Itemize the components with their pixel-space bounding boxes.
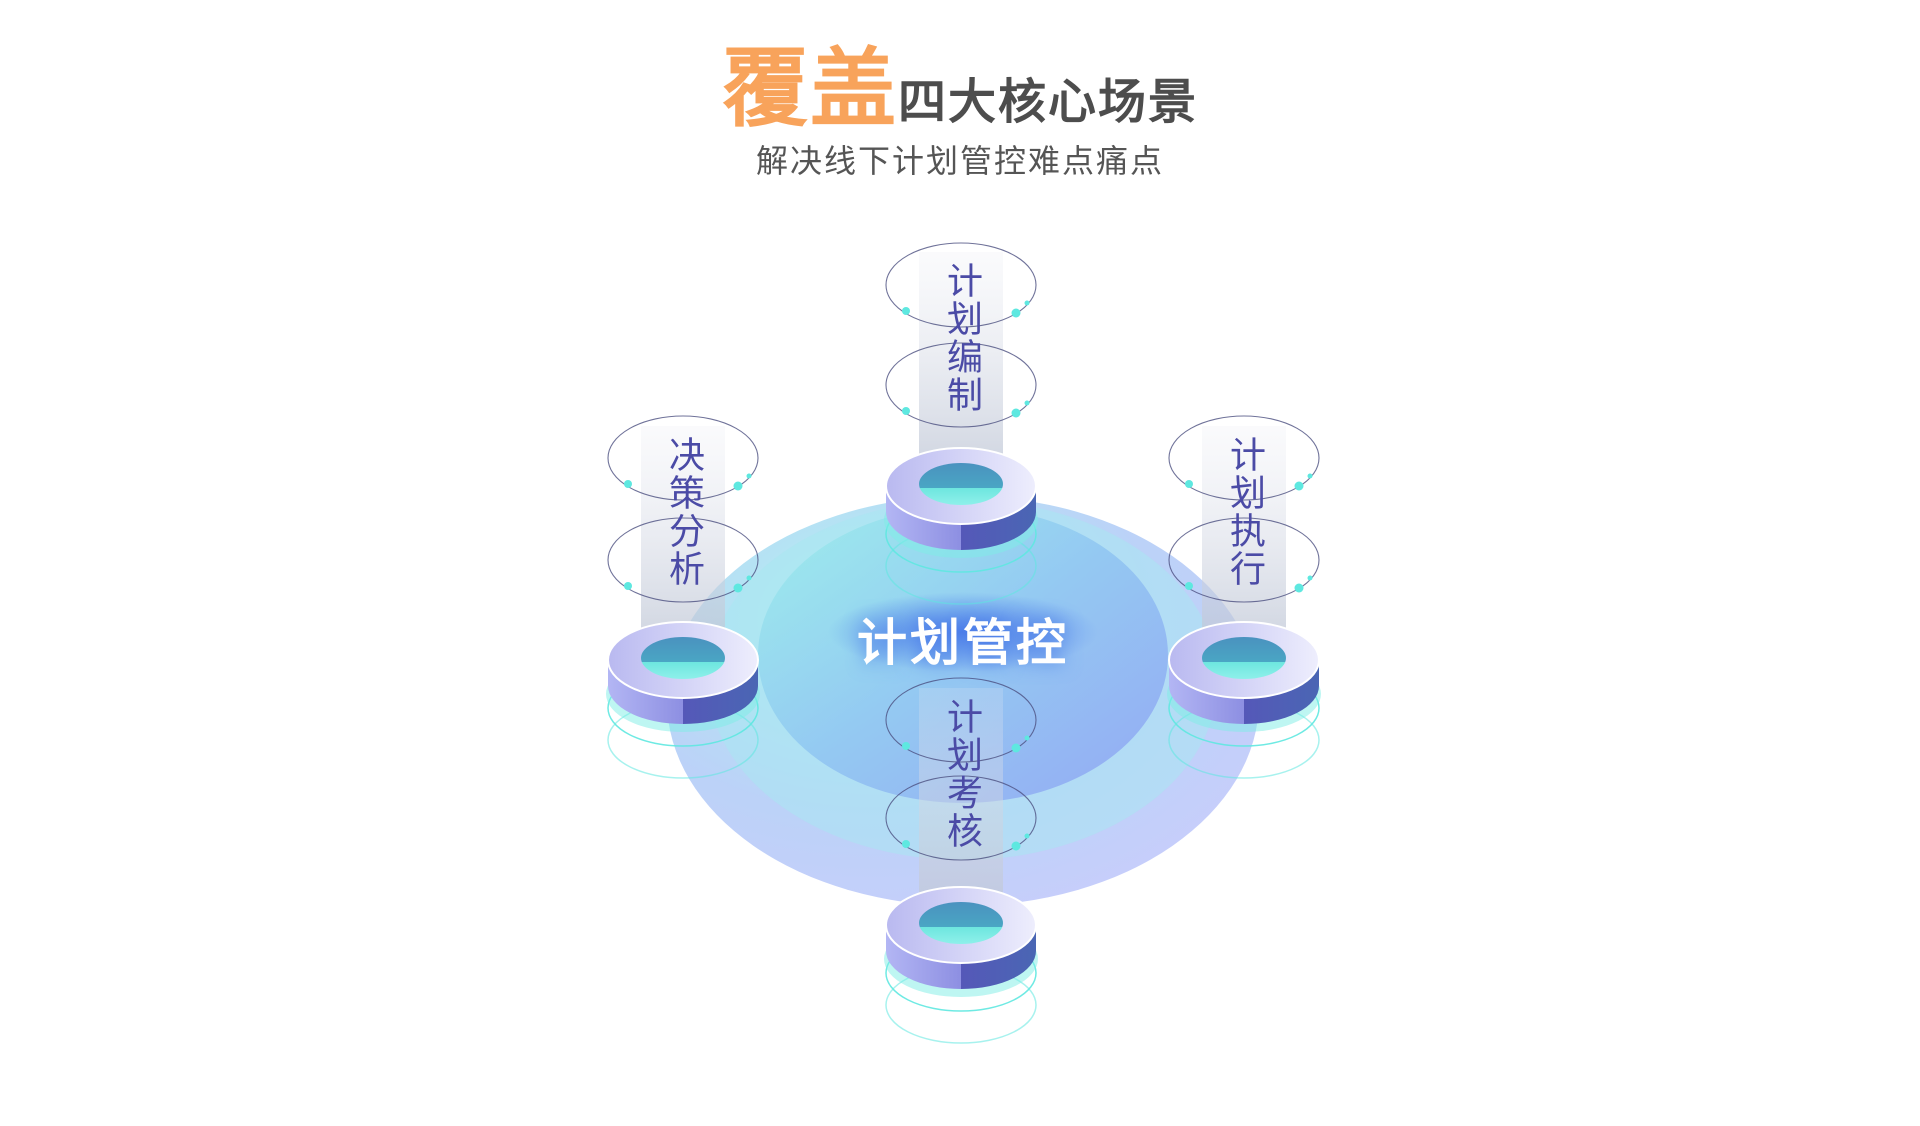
ring-hole <box>641 637 725 679</box>
node-plan-assess <box>884 677 1038 1044</box>
node-label-plan-execute: 计划执行 <box>1224 436 1265 588</box>
orbit-ring <box>885 677 1037 763</box>
orbit-ring <box>607 415 759 501</box>
node-label-plan-compile: 计划编制 <box>941 262 982 414</box>
node-plan-compile <box>884 242 1038 605</box>
orbit-dot <box>1024 833 1030 839</box>
node-label-plan-assess: 计划考核 <box>941 698 982 850</box>
ring-hole <box>919 463 1003 505</box>
title-highlight: 覆盖 <box>721 39 898 139</box>
orbit-dot <box>1185 582 1193 590</box>
orbit-dot <box>733 583 743 593</box>
center-label: 计划管控 <box>857 614 1069 672</box>
orbit-dot <box>746 473 752 479</box>
orbit-dot <box>1011 841 1021 851</box>
center-glow <box>828 592 1098 672</box>
orbit-dot <box>733 481 743 491</box>
orbit-dot <box>1011 743 1021 753</box>
orbit-dot <box>1024 400 1030 406</box>
orbit-dot <box>902 840 910 848</box>
orbit-dot <box>1011 408 1021 418</box>
orbit-ring <box>1168 517 1320 603</box>
page-title: 覆盖四大核心场景 <box>0 18 1920 143</box>
orbit-dot <box>902 407 910 415</box>
orbit-dot <box>746 575 752 581</box>
orbit-ring <box>885 775 1037 861</box>
orbit-dot <box>902 307 910 315</box>
node-label-decision-analysis: 决策分析 <box>663 436 704 588</box>
title-rest: 四大核心场景 <box>897 74 1198 130</box>
orbit-dot <box>1294 583 1304 593</box>
orbit-ring <box>885 242 1037 328</box>
ring-hole <box>1202 637 1286 679</box>
orbit-dot <box>624 582 632 590</box>
node-decision-analysis <box>606 415 760 779</box>
orbit-dot <box>624 480 632 488</box>
orbit-dot <box>1024 735 1030 741</box>
orbit-dot <box>1185 480 1193 488</box>
orbit-ring <box>1168 415 1320 501</box>
orbit-dot <box>1294 481 1304 491</box>
node-plan-execute <box>1167 415 1321 779</box>
orbit-dot <box>1011 308 1021 318</box>
orbit-ring <box>885 342 1037 428</box>
orbit-dot <box>1024 300 1030 306</box>
orbit-ring <box>607 517 759 603</box>
ring-hole <box>919 902 1003 944</box>
page-subtitle: 解决线下计划管控难点痛点 <box>755 142 1164 180</box>
orbit-dot <box>1307 473 1313 479</box>
orbit-dot <box>1307 575 1313 581</box>
pillar <box>919 688 1003 925</box>
orbit-dot <box>902 742 910 750</box>
